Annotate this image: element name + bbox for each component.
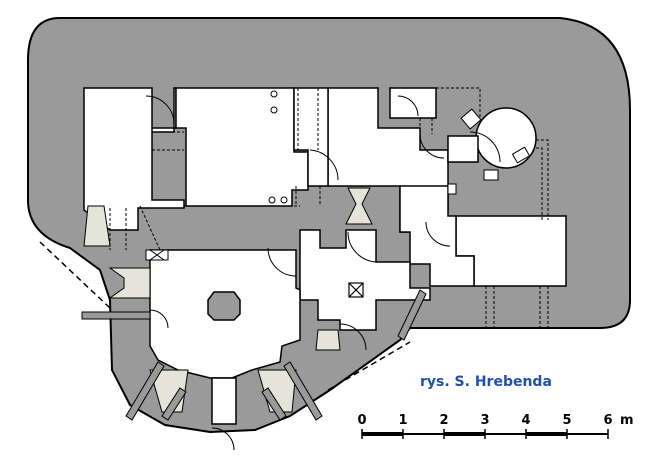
- scale-bar-block: [444, 432, 485, 436]
- room-round-passage: [447, 135, 479, 163]
- gun-barrels: [81, 289, 427, 421]
- field-of-fire-lines: [39, 241, 411, 391]
- scale-bar-block: [526, 432, 567, 436]
- scale-tick-label: 1: [398, 413, 407, 428]
- embrasure-left: [108, 267, 151, 299]
- scale-unit-label: m: [620, 413, 634, 428]
- vent-shaft-icon: [348, 282, 364, 298]
- room-central: [299, 229, 431, 331]
- scale-tick-label: 6: [603, 413, 612, 428]
- drawing-credit: rys. S. Hrebenda: [420, 374, 552, 390]
- scale-bar-block: [362, 432, 403, 436]
- room-round: [475, 107, 537, 169]
- scale-tick-label: 3: [480, 413, 489, 428]
- vent-grate-icon: [145, 249, 169, 261]
- scale-tick-label: 4: [521, 413, 530, 428]
- embrasure-central: [315, 329, 341, 351]
- central-pillar: [207, 291, 241, 321]
- scale-tick-label: 0: [357, 413, 366, 428]
- room-upper-middle: [175, 87, 309, 207]
- room-corridor-link: [293, 87, 329, 187]
- dashed-wall-details: [109, 87, 549, 328]
- door-swings: [145, 95, 501, 451]
- scale-tick-label: 5: [562, 413, 571, 428]
- room-right-link: [399, 185, 475, 287]
- corridor-bottom: [211, 377, 237, 425]
- scale-tick-label: 2: [439, 413, 448, 428]
- passage-hourglass: [345, 187, 373, 225]
- fixtures: [268, 90, 531, 204]
